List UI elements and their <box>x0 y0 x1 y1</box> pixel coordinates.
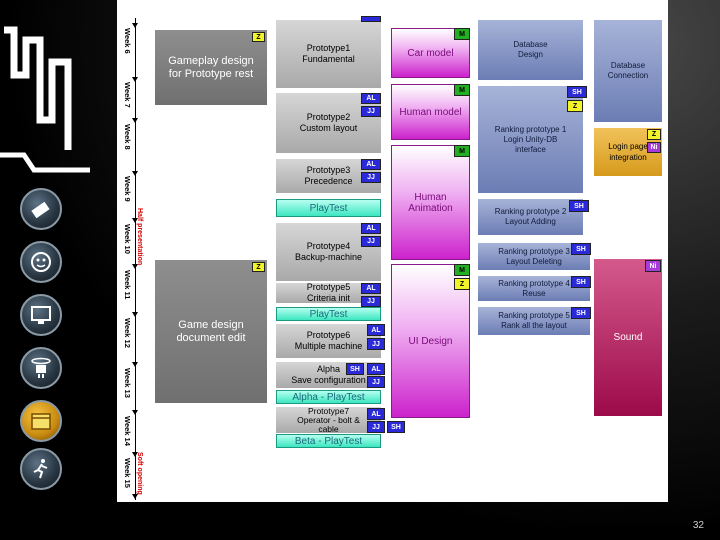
task-ranking-prototype-1: Ranking prototype 1 Login Unity-DB inter… <box>478 86 583 193</box>
owner-tag: Z <box>647 129 661 140</box>
task-ranking-prototype-3: Ranking prototype 3 Layout Deleting <box>478 243 590 270</box>
task-alpha-playtest: Alpha - PlayTest <box>276 390 381 404</box>
owner-tag-top <box>361 16 381 22</box>
calendar-icon[interactable] <box>20 400 62 442</box>
week-label: Week 12 <box>123 318 132 348</box>
task-sound: Sound <box>594 259 662 416</box>
task-prototype6: Prototype6 Multiple machine <box>276 324 381 358</box>
owner-tag: JJ <box>367 338 385 350</box>
task-playtest-2: PlayTest <box>276 307 381 321</box>
task-alpha: Alpha Save configuration <box>276 362 381 388</box>
owner-tag: JJ <box>367 376 385 388</box>
owner-tag: SH <box>346 363 364 375</box>
owner-tag: M <box>454 264 470 276</box>
owner-tag: SH <box>567 86 587 98</box>
task-prototype7: Prototype7 Operator - bolt & cable <box>276 406 381 433</box>
owner-tag: M <box>454 28 470 40</box>
owner-tag: SH <box>571 276 591 288</box>
owner-tag: Z <box>252 32 265 42</box>
task-gameplay-design: Gameplay design for Prototype rest <box>155 30 267 105</box>
task-human-model: Human model <box>391 84 470 140</box>
robot-icon[interactable] <box>20 347 62 389</box>
owner-tag: Z <box>252 262 265 272</box>
waveform-logo-icon <box>0 26 90 173</box>
owner-tag: SH <box>569 200 589 212</box>
owner-tag: Ni <box>647 142 661 153</box>
owner-tag: JJ <box>361 106 381 117</box>
owner-tag: SH <box>571 243 591 255</box>
owner-tag: AL <box>367 363 385 375</box>
owner-tag: JJ <box>361 236 381 247</box>
milestone-soft-opening: Soft opening <box>136 452 143 495</box>
task-ranking-prototype-2: Ranking prototype 2 Layout Adding <box>478 199 583 235</box>
owner-tag: AL <box>361 283 381 294</box>
owner-tag: AL <box>361 223 381 234</box>
task-prototype1: Prototype1 Fundamental <box>276 20 381 88</box>
runner-icon[interactable] <box>20 448 62 490</box>
task-playtest-1: PlayTest <box>276 199 381 217</box>
owner-tag: AL <box>367 324 385 336</box>
owner-tag: JJ <box>367 421 385 433</box>
owner-tag: M <box>454 145 470 157</box>
week-label: Week 6 <box>123 28 132 54</box>
owner-tag: SH <box>387 421 405 433</box>
timeline-axis <box>135 18 136 500</box>
owner-tag: AL <box>361 159 381 170</box>
week-label: Week 7 <box>123 82 132 108</box>
task-prototype5: Prototype5 Criteria init <box>276 282 381 303</box>
task-ranking-prototype-5: Ranking prototype 5 Rank all the layout <box>478 307 590 335</box>
monitor-icon[interactable] <box>20 294 62 336</box>
owner-tag: JJ <box>361 296 381 307</box>
owner-tag: AL <box>367 408 385 420</box>
owner-tag: AL <box>361 93 381 104</box>
pencil-eraser-icon[interactable] <box>20 188 62 230</box>
task-human-animation: Human Animation <box>391 145 470 260</box>
task-database-design: Database Design <box>478 20 583 80</box>
week-label: Week 10 <box>123 224 132 254</box>
milestone-half-presentation: Half presentation <box>136 208 143 266</box>
week-label: Week 15 <box>123 458 132 488</box>
task-game-design-doc: Game design document edit <box>155 260 267 403</box>
owner-tag: M <box>454 84 470 96</box>
owner-tag: JJ <box>361 172 381 183</box>
owner-tag: SH <box>571 307 591 319</box>
week-label: Week 9 <box>123 176 132 202</box>
week-label: Week 14 <box>123 416 132 446</box>
owner-tag: Z <box>454 278 470 290</box>
page-number: 32 <box>692 520 704 531</box>
task-beta-playtest: Beta - PlayTest <box>276 434 381 448</box>
task-database-connection: Database Connection <box>594 20 662 122</box>
owner-tag: Z <box>567 100 583 112</box>
week-label: Week 13 <box>123 368 132 398</box>
week-label: Week 8 <box>123 124 132 150</box>
face-icon[interactable] <box>20 241 62 283</box>
week-label: Week 11 <box>123 270 132 300</box>
owner-tag: Ni <box>645 260 661 272</box>
